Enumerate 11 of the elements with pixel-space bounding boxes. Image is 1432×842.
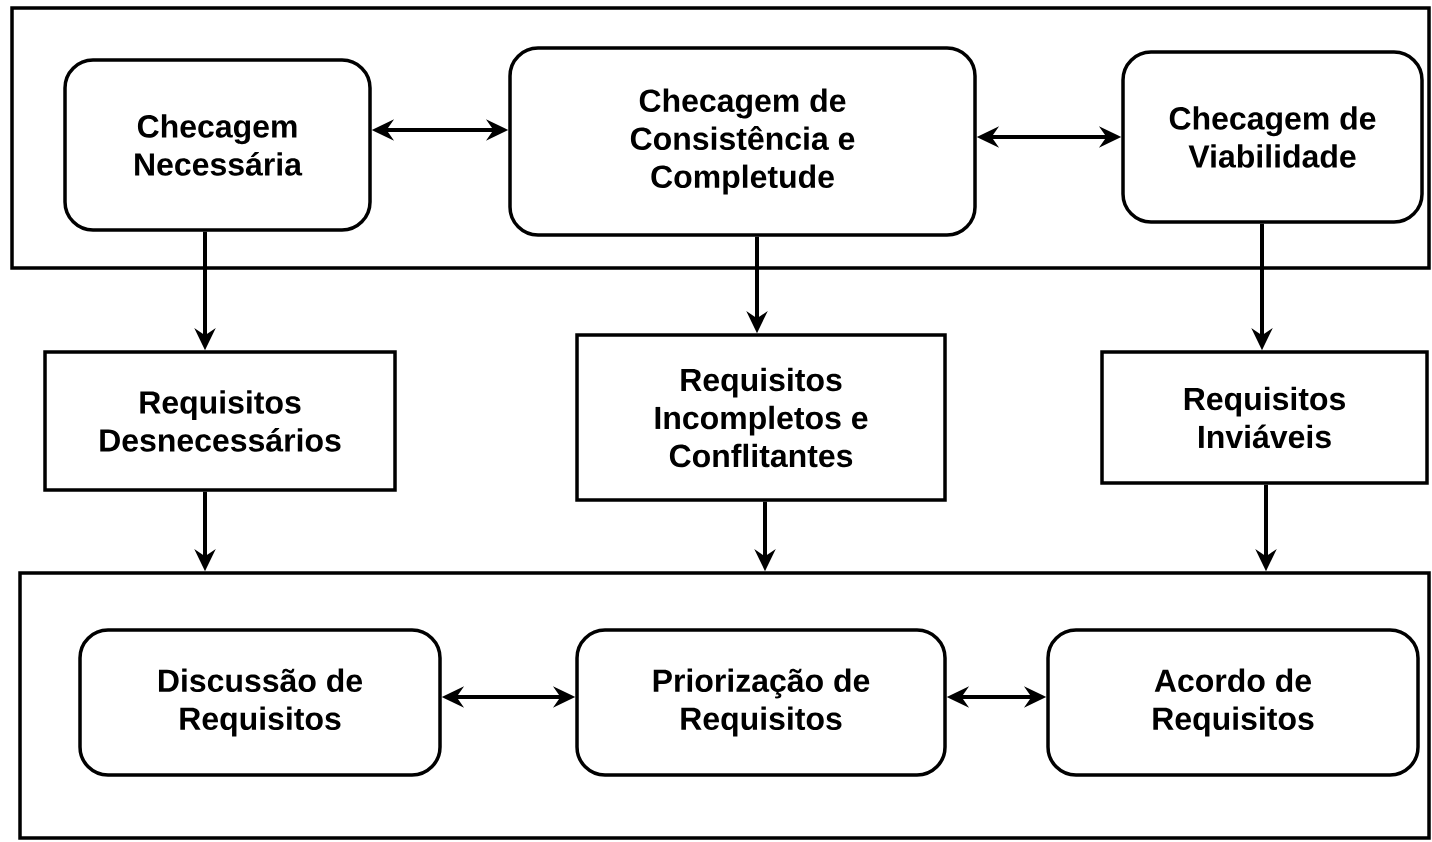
box: Requisitos Desnecessários — [43, 350, 397, 492]
box: Requisitos Inviáveis — [1100, 350, 1429, 485]
rounded-box: Checagem de Consistência e Completude — [508, 46, 977, 237]
rounded-box: Priorização de Requisitos — [575, 628, 947, 777]
frame — [18, 571, 1431, 840]
rounded-box: Acordo de Requisitos — [1046, 628, 1420, 777]
frame — [10, 6, 1431, 270]
rounded-box: Checagem de Viabilidade — [1121, 50, 1424, 224]
box: Requisitos Incompletos e Conflitantes — [575, 333, 947, 502]
rounded-box: Discussão de Requisitos — [78, 628, 442, 777]
rounded-box: Checagem Necessária — [63, 58, 372, 232]
